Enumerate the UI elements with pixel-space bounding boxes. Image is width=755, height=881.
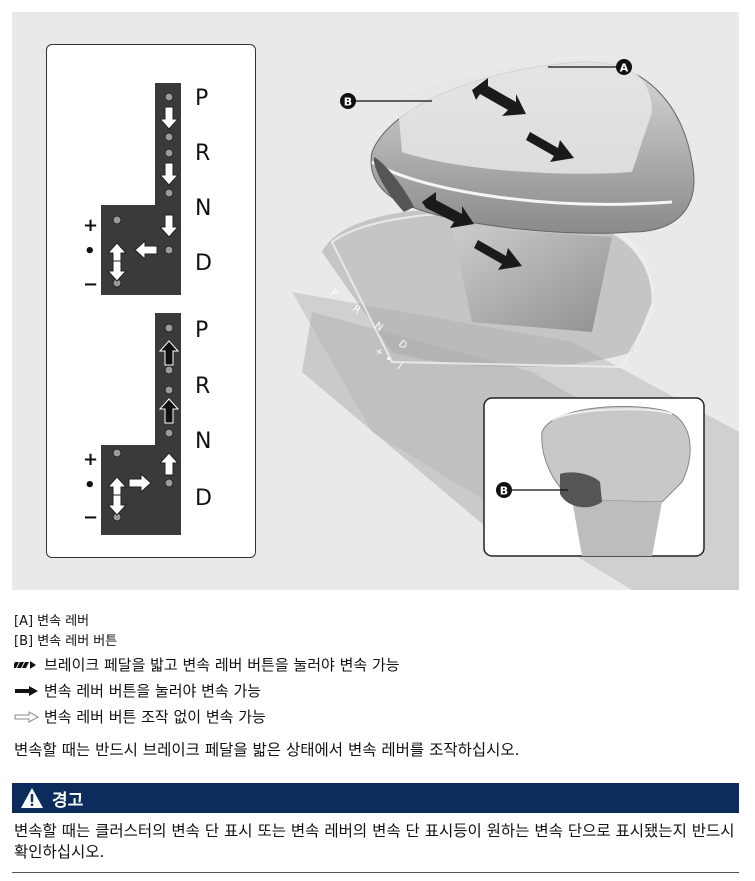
gear-letter-p: P (195, 86, 208, 111)
shift-lever-illustration: P R N D + • I A B B (292, 59, 739, 590)
warning-header: 경고 (12, 783, 739, 813)
callout-a-label: A (620, 62, 629, 75)
legend-a: [A] 변속 레버 (14, 614, 90, 629)
callout-b-label: B (344, 96, 352, 109)
dot-label: • (84, 241, 96, 262)
gate-pattern-panel: P R N D P R N D + • − + • − (46, 44, 256, 558)
legend-button-only: 변속 레버 버튼을 눌러야 변속 가능 (14, 678, 744, 704)
gear-letter-d: D (195, 486, 212, 511)
warning-title: 경고 (52, 790, 84, 811)
inset-button (560, 472, 602, 508)
warning-body: 변속할 때는 클러스터의 변속 단 표시 또는 변속 레버의 변속 단 표시등이… (14, 822, 735, 861)
inset-callout-b: B (500, 485, 508, 498)
lower-gate-plate (101, 313, 181, 535)
svg-text:P: P (328, 287, 339, 299)
minus-label: − (83, 274, 98, 295)
dot-label: • (84, 475, 96, 496)
gear-letter-r: R (195, 374, 210, 399)
gear-letter-n: N (195, 429, 211, 454)
solid-arrow-icon (15, 686, 38, 696)
callout-a-marker (616, 59, 632, 75)
legend-b: [B] 변속 레버 버튼 (14, 634, 118, 649)
plus-label: + (83, 449, 98, 470)
outline-arrow-icon (14, 711, 40, 723)
svg-text:•: • (382, 353, 393, 365)
gear-letter-n: N (195, 196, 211, 221)
motion-arrows (422, 78, 574, 270)
callout-b-marker (340, 93, 356, 109)
warning-triangle-icon (21, 788, 43, 808)
hatched-arrow-icon (14, 661, 36, 669)
gear-letter-p: P (195, 318, 208, 343)
gear-letter-d: D (195, 251, 212, 276)
legend: [A] 변속 레버 [B] 변속 레버 버튼 브레이크 페달을 밟고 변속 레버… (14, 612, 744, 730)
shift-lever-figure: P R N D P R N D + • − + • − (12, 12, 739, 590)
plus-label: + (83, 215, 98, 236)
minus-label: − (83, 507, 98, 528)
gate-pattern-diagram: P R N D P R N D + • − + • − (83, 83, 212, 535)
legend-brake-and-button: 브레이크 페달을 밟고 변속 레버 버튼을 눌러야 변속 가능 (14, 652, 744, 678)
upper-gate-plate (101, 83, 181, 295)
legend-free-shift: 변속 레버 버튼 조작 없이 변속 가능 (14, 704, 744, 730)
svg-text:I: I (395, 361, 404, 372)
gear-letter-r: R (195, 141, 210, 166)
instruction-note: 변속할 때는 반드시 브레이크 페달을 밟은 상태에서 변속 레버를 조작하십시… (14, 741, 520, 759)
bottom-divider (12, 872, 739, 873)
